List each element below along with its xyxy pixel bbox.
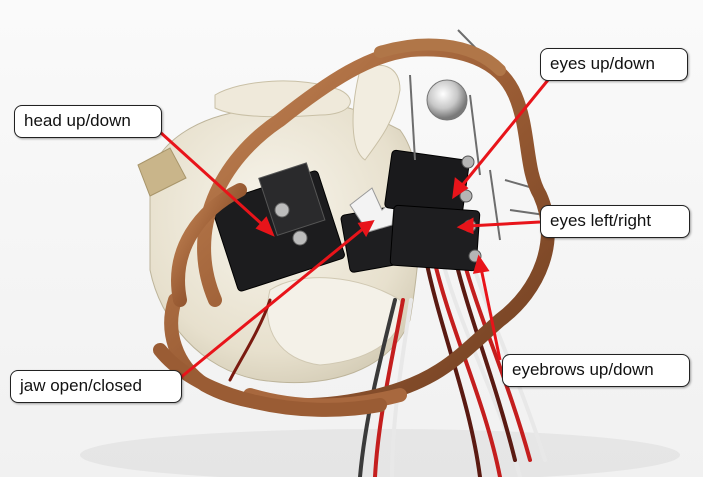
label-eyes-left-right: eyes left/right [540, 205, 690, 238]
label-jaw-open-closed: jaw open/closed [10, 370, 182, 403]
masking-tape [137, 147, 187, 197]
label-head-up-down: head up/down [14, 105, 162, 138]
floor-shadow [80, 429, 680, 477]
servo-eyes [384, 149, 482, 272]
servo-head [211, 162, 345, 292]
label-eyes-up-down: eyes up/down [540, 48, 688, 81]
label-eyebrows-up-down: eyebrows up/down [502, 354, 690, 387]
clay-skull [149, 64, 421, 383]
eyeball [426, 79, 468, 121]
copper-frame [153, 38, 555, 417]
callout-arrows [158, 79, 550, 380]
